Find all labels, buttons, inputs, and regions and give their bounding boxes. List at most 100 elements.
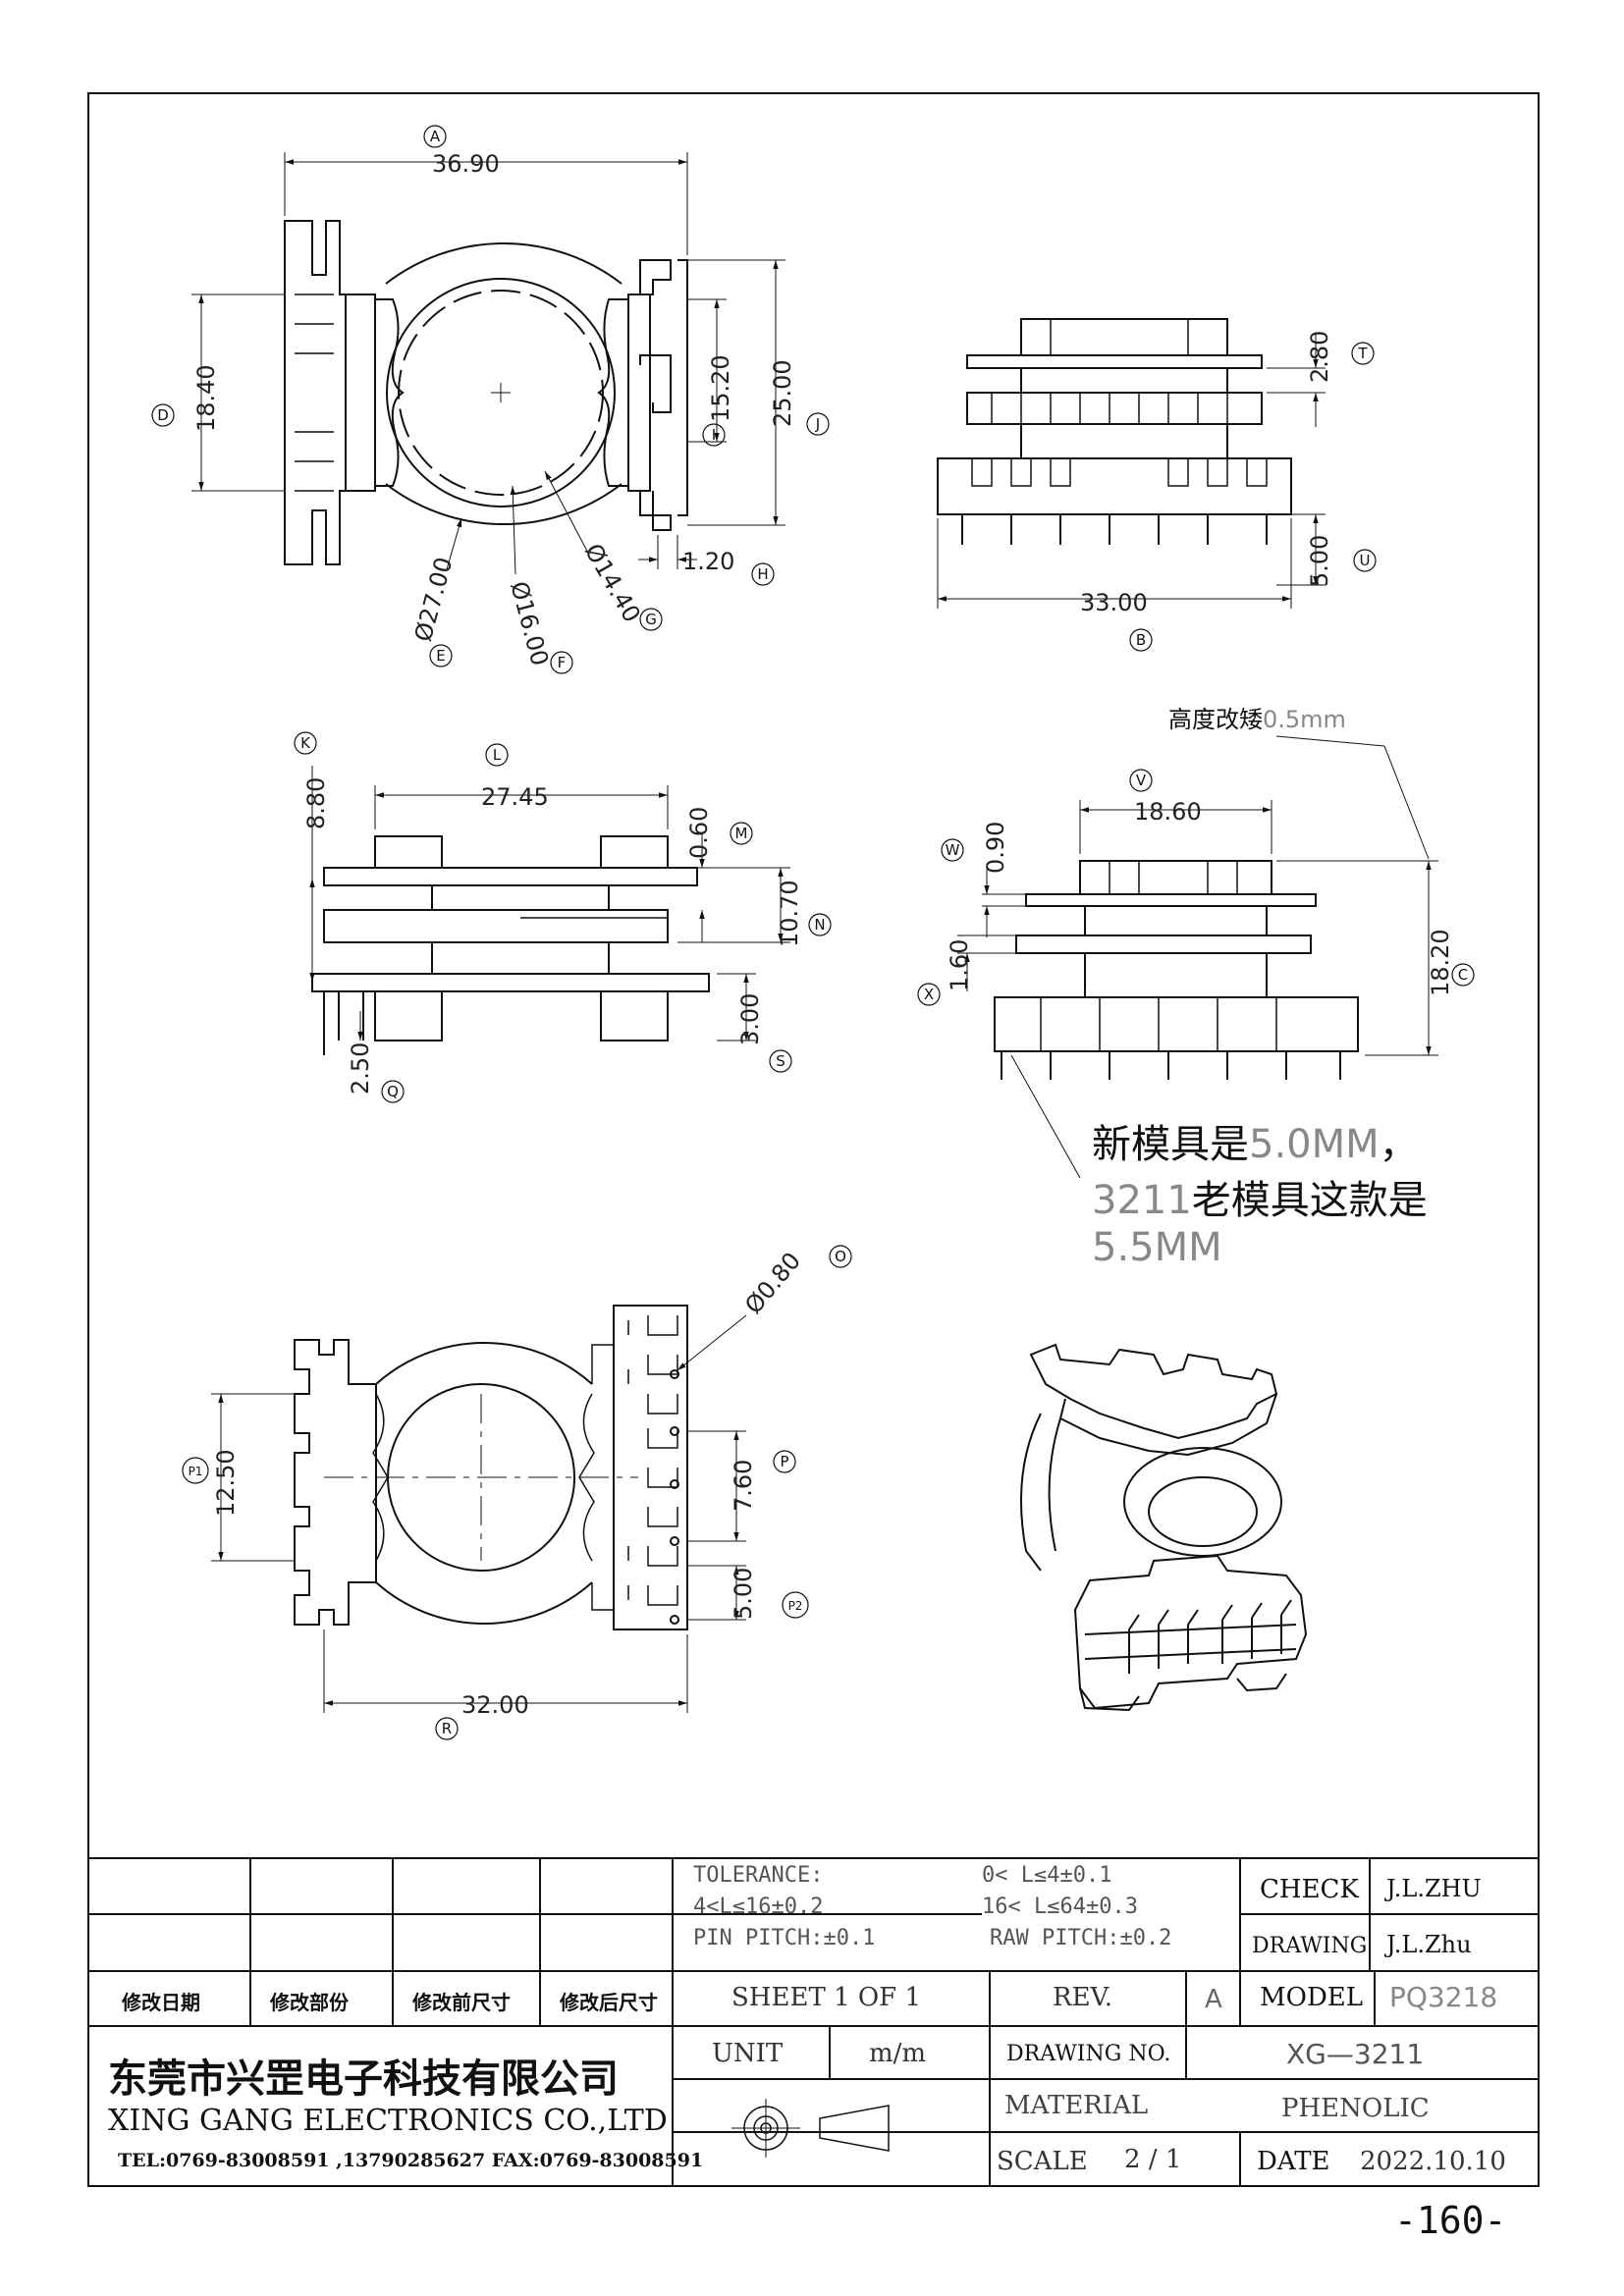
svg-text:T: T: [1357, 345, 1368, 362]
svg-text:F: F: [558, 654, 567, 671]
dim-S-value: 3.00: [736, 993, 764, 1045]
pin-pitch: PIN PITCH:±0.1: [693, 1926, 876, 1950]
dim-K-value: 8.80: [302, 777, 330, 829]
company-contact: TEL:0769-83008591 ,13790285627 FAX:0769-…: [118, 2150, 704, 2171]
tolerance-range-3: 16< L≤64±0.3: [982, 1895, 1138, 1919]
dim-I-value: 15.20: [707, 354, 734, 422]
tag-N: N: [808, 913, 832, 936]
svg-text:V: V: [1136, 772, 1147, 789]
material-label: MATERIAL: [1004, 2091, 1149, 2120]
isometric-view: [1020, 1343, 1308, 1712]
dim-L-value: 27.45: [481, 783, 549, 811]
date-value: 2022.10.10: [1360, 2147, 1506, 2176]
rev-value: A: [1205, 1985, 1222, 2014]
side-view-2: [957, 735, 1438, 1179]
svg-text:N: N: [814, 916, 825, 934]
dim-B-value: 33.00: [1080, 589, 1148, 616]
sheet-count: SHEET 1 OF 1: [731, 1983, 922, 2012]
dim-D-value: 18.40: [192, 364, 220, 432]
unit-value: m/m: [869, 2039, 927, 2068]
tag-K: K: [294, 731, 317, 755]
rev-header-before: 修改前尺寸: [412, 1991, 511, 2014]
svg-text:G: G: [645, 611, 657, 628]
front-view: [937, 318, 1326, 609]
svg-text:P: P: [780, 1453, 788, 1470]
scale-label: SCALE: [997, 2147, 1088, 2176]
drawing-label: DRAWING: [1252, 1934, 1368, 1958]
svg-text:H: H: [757, 565, 768, 583]
tag-S: S: [769, 1049, 792, 1073]
svg-text:K: K: [300, 734, 311, 752]
page-number: -160-: [1394, 2199, 1507, 2242]
dim-O-value: Ø0.80: [739, 1247, 806, 1318]
rev-header-date: 修改日期: [122, 1991, 200, 2014]
tag-P1: P1: [182, 1457, 209, 1484]
tag-P2: P2: [782, 1591, 809, 1619]
tag-J: J: [806, 412, 830, 436]
tolerance-range-2: 4<L≤16±0.2: [693, 1895, 824, 1919]
old-mold-note: 3211老模具这款是: [1092, 1168, 1428, 1225]
projection-symbol: [731, 2099, 890, 2158]
dim-R-value: 32.00: [461, 1691, 529, 1719]
svg-text:L: L: [493, 746, 502, 764]
tag-O: O: [829, 1245, 852, 1268]
svg-text:W: W: [946, 841, 960, 859]
tag-P: P: [773, 1450, 796, 1473]
new-mold-comma: ，: [1379, 1122, 1419, 1167]
tag-F: F: [550, 651, 573, 674]
tag-B: B: [1129, 628, 1153, 652]
old-mold-number: 3211: [1092, 1178, 1192, 1223]
side-view: [309, 766, 790, 1055]
svg-text:D: D: [157, 406, 169, 424]
new-mold-value: 5.0MM: [1249, 1122, 1380, 1167]
dimension-tags: A B C D E F G H I J K L M N O P P1 P2 Q …: [151, 125, 1475, 1740]
svg-text:B: B: [1136, 631, 1146, 649]
drawing-no-value: XG—3211: [1286, 2038, 1425, 2070]
company-name-cn: 东莞市兴罡电子科技有限公司: [108, 2056, 619, 2102]
svg-text:J: J: [815, 415, 820, 433]
svg-text:M: M: [735, 825, 748, 842]
dim-G-value: Ø14.40: [579, 539, 646, 627]
title-block-grid: [88, 1857, 1539, 2186]
drawing-no-label: DRAWING NO.: [1006, 2042, 1171, 2066]
dim-T-value: 2.80: [1306, 331, 1333, 383]
svg-text:P2: P2: [788, 1599, 803, 1613]
tolerance-range-1: 0< L≤4±0.1: [982, 1863, 1112, 1888]
top-view: [191, 152, 785, 575]
svg-text:A: A: [430, 128, 441, 145]
dim-J-value: 25.00: [769, 359, 796, 427]
tag-C: C: [1451, 963, 1475, 987]
height-change-value: 0.5mm: [1263, 706, 1346, 733]
svg-text:P1: P1: [189, 1465, 203, 1478]
unit-label: UNIT: [712, 2039, 784, 2068]
tag-D: D: [151, 403, 175, 427]
dim-U-value: 5.00: [1306, 535, 1333, 587]
svg-text:S: S: [776, 1052, 785, 1070]
check-name: J.L.ZHU: [1386, 1875, 1482, 1902]
tag-T: T: [1351, 342, 1375, 365]
svg-text:C: C: [1458, 966, 1468, 984]
dim-P2-value: 5.00: [730, 1568, 757, 1620]
material-value: PHENOLIC: [1281, 2094, 1430, 2123]
height-change-note: 高度改矮0.5mm: [1168, 700, 1346, 734]
dim-X-value: 1.60: [946, 939, 973, 991]
tag-E: E: [429, 644, 453, 667]
model-label: MODEL: [1260, 1983, 1364, 2012]
svg-text:E: E: [436, 647, 445, 665]
new-mold-note: 新模具是5.0MM，: [1092, 1112, 1419, 1169]
dim-H-value: 1.20: [682, 548, 734, 575]
dim-M-value: 0.60: [685, 807, 713, 859]
tag-U: U: [1353, 549, 1377, 572]
rev-label: REV.: [1053, 1983, 1113, 2012]
check-label: CHECK: [1260, 1875, 1359, 1904]
dim-A-value: 36.90: [432, 150, 500, 178]
svg-text:X: X: [924, 986, 934, 1003]
new-mold-cn: 新模具是: [1092, 1122, 1249, 1167]
height-change-cn: 高度改矮: [1168, 706, 1263, 733]
raw-pitch: RAW PITCH:±0.2: [990, 1926, 1172, 1950]
bottom-view: [211, 1305, 747, 1713]
rev-header-after: 修改后尺寸: [560, 1991, 658, 2014]
tag-R: R: [435, 1717, 459, 1740]
tag-A: A: [423, 125, 447, 148]
